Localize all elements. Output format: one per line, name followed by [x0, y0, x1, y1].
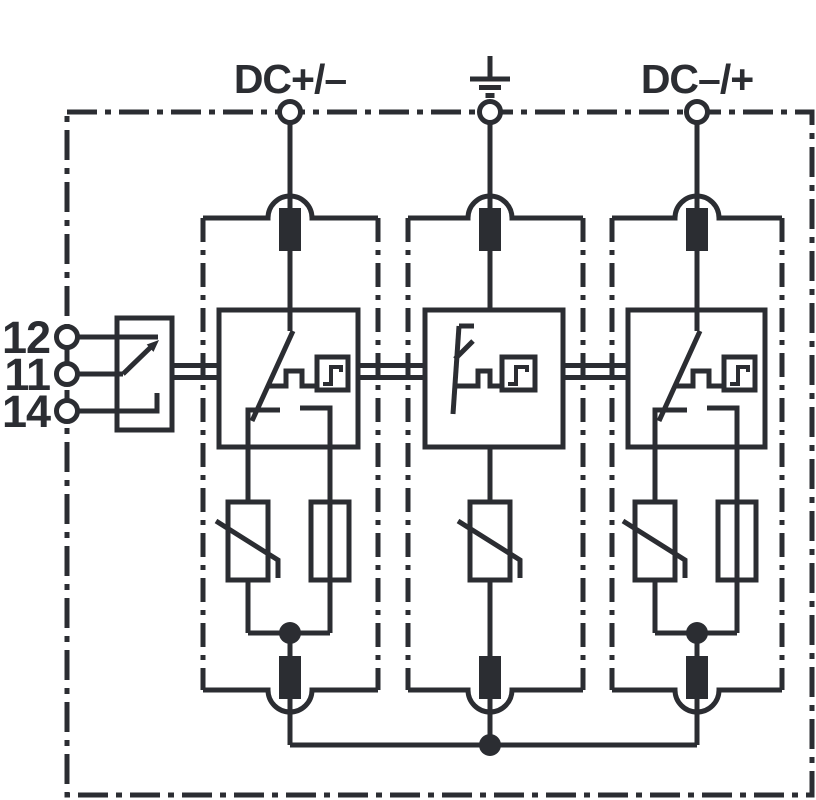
- diagram-lines: [54, 56, 815, 798]
- contact-right: [300, 405, 333, 447]
- module2-top-edge-plug-socket: [408, 193, 583, 221]
- label-dc-left: DC+/–: [234, 56, 347, 102]
- terminals: [54, 99, 710, 424]
- plug-contact-icon: [479, 208, 501, 251]
- fuse-icon: [715, 499, 759, 583]
- terminal-ground: [477, 99, 503, 125]
- module1-top-edge-plug-socket: [203, 193, 378, 221]
- plug-contact-icon: [479, 656, 501, 699]
- status-indicator-box: [499, 354, 538, 393]
- status-indicator-box: [721, 354, 758, 393]
- diagram-labels: DC+/– DC–/+ 12 11 14: [2, 56, 754, 437]
- disconnector-blade-icon: [656, 329, 703, 423]
- blade-arrowhead-icon: [146, 340, 159, 352]
- step-function-icon: [730, 365, 750, 386]
- step-function-icon: [323, 365, 343, 386]
- disconnector-element-icon: [450, 325, 462, 415]
- contact-left: [245, 407, 280, 447]
- label-contact-12: 12: [2, 312, 50, 363]
- contact-right: [707, 405, 740, 447]
- linkage-step: [675, 368, 724, 389]
- disconnector-cross-stroke: [453, 339, 475, 361]
- plug-contact-icon: [279, 208, 301, 251]
- linkage-bus: [172, 363, 628, 380]
- plug-contact-icon: [279, 656, 301, 699]
- terminal-11: [54, 361, 80, 387]
- contact-left: [652, 407, 687, 447]
- varistor-diagonal: [456, 518, 523, 578]
- enclosure-border: [64, 109, 815, 798]
- protection-module-2: [405, 193, 586, 745]
- status-indicator-box: [314, 354, 351, 393]
- module3-top-edge-plug-socket: [612, 193, 782, 221]
- protection-module-1: [200, 193, 381, 745]
- terminal-dc-left: [277, 99, 303, 125]
- changeover-blade: [121, 344, 154, 376]
- terminal-dc-right: [684, 99, 710, 125]
- plug-contact-icon: [686, 656, 708, 699]
- label-contact-14: 14: [2, 386, 51, 437]
- step-function-icon: [508, 365, 529, 386]
- module2-element-box: [422, 307, 566, 450]
- junction-dot: [479, 734, 501, 756]
- remote-signalling-contact: [78, 315, 175, 433]
- varistor-diagonal: [214, 518, 281, 578]
- fuse-icon: [308, 499, 352, 583]
- label-contact-11: 11: [4, 349, 50, 400]
- protection-module-3: [609, 193, 785, 745]
- plug-contact-icon: [686, 208, 708, 251]
- bottom-bus: [290, 734, 697, 756]
- terminal-14: [54, 398, 80, 424]
- wire-14-contact: [78, 393, 160, 414]
- disconnector-blade-icon: [249, 329, 296, 423]
- terminal-12: [54, 324, 80, 350]
- linkage-step: [268, 368, 317, 389]
- varistor-diagonal: [621, 518, 688, 578]
- linkage-step: [456, 368, 502, 389]
- label-dc-right: DC–/+: [641, 56, 753, 102]
- ground-icon: [470, 56, 510, 98]
